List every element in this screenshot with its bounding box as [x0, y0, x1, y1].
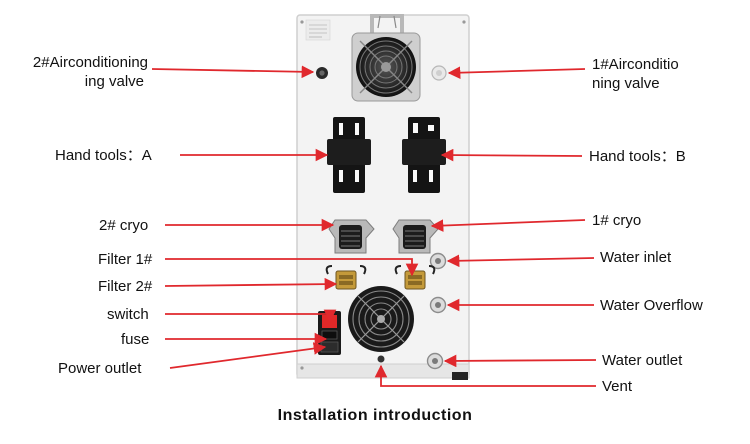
diagram-title: Installation introduction — [0, 407, 750, 425]
label-fuse: fuse — [121, 330, 149, 349]
panel-foot-right — [452, 372, 468, 380]
2-airconditioning-valve-icon — [316, 67, 328, 79]
panel-bottom-strip — [297, 364, 469, 378]
arrow-hand-tools-b — [442, 155, 582, 156]
label-filter-1: Filter 1# — [98, 250, 152, 269]
screw-icon — [300, 366, 303, 369]
bottom-fan-icon — [348, 286, 414, 352]
vent-icon — [378, 356, 385, 363]
label-switch: switch — [107, 305, 149, 324]
screw-icon — [300, 20, 303, 23]
label-water-overflow: Water Overflow — [600, 296, 703, 315]
water-outlet-fitting-icon — [428, 354, 443, 369]
hand-tools-a-holder-icon — [327, 117, 371, 193]
top-fan-icon — [352, 33, 420, 101]
label-water-outlet: Water outlet — [602, 351, 682, 370]
arrow-water-inlet — [448, 258, 594, 261]
label-power-outlet: Power outlet — [58, 359, 141, 378]
label-2-airconditioning-valve: 2#Airconditioning ing valve — [20, 53, 148, 91]
label-1-cryo: 1# cryo — [592, 211, 641, 230]
label-1-airconditioning-valve: 1#Airconditio ning valve — [592, 55, 679, 93]
label-2-cryo: 2# cryo — [99, 216, 148, 235]
1-airconditioning-valve-icon — [432, 66, 446, 80]
water-overflow-fitting-icon — [431, 298, 446, 313]
arrow-2-airconditioning-valve — [152, 69, 313, 72]
label-filter-2: Filter 2# — [98, 277, 152, 296]
label-hand-tools-b: Hand tools：B — [589, 147, 686, 166]
label-hand-tools-a: Hand tools：A — [55, 146, 152, 165]
label-vent: Vent — [602, 377, 632, 396]
arrow-water-outlet — [445, 360, 596, 361]
hand-tools-b-holder-icon — [402, 117, 446, 193]
screw-icon — [462, 20, 465, 23]
label-water-inlet: Water inlet — [600, 248, 671, 267]
